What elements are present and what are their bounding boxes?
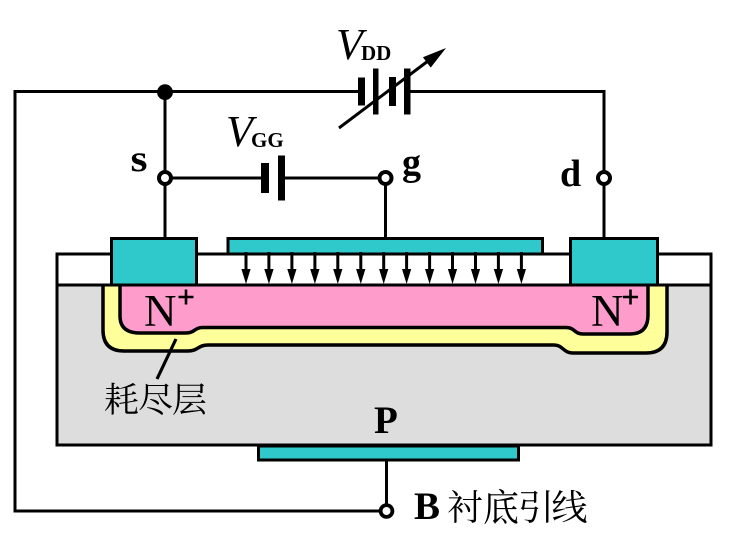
svg-text:d: d [560,153,581,195]
svg-text:s: s [131,138,148,180]
svg-text:N: N [144,286,177,336]
svg-text:B: B [414,485,440,528]
svg-text:DD: DD [361,41,391,65]
svg-text:N: N [591,286,624,336]
svg-text:GG: GG [251,128,284,152]
svg-text:V: V [226,107,258,156]
svg-text:P: P [374,399,398,442]
svg-text:g: g [402,142,421,184]
svg-text:V: V [336,20,368,69]
